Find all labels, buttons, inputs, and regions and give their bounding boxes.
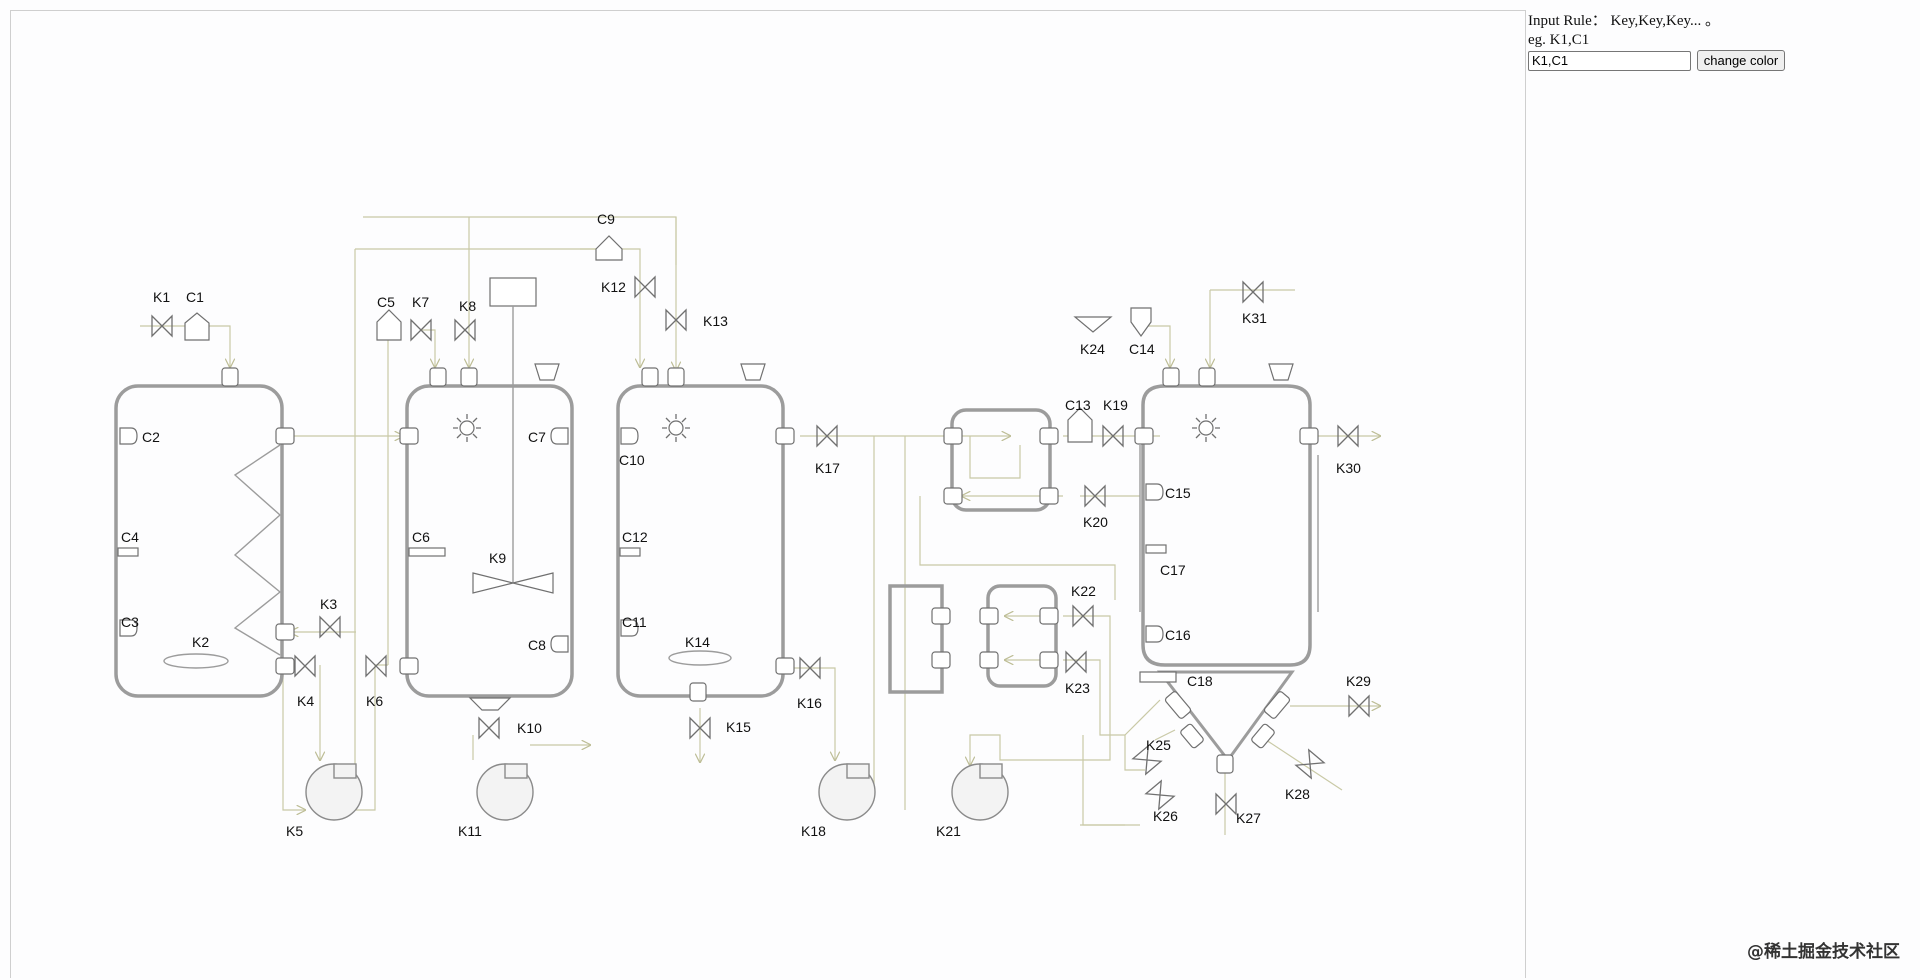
label-K18: K18 xyxy=(801,823,826,839)
label-C15: C15 xyxy=(1165,485,1191,501)
label-K3: K3 xyxy=(320,596,337,612)
label-C11: C11 xyxy=(622,614,647,630)
sensors xyxy=(117,235,1167,653)
label-C14: C14 xyxy=(1129,341,1155,357)
pump-k11[interactable] xyxy=(476,763,534,821)
label-K6: K6 xyxy=(366,693,383,709)
tank-2 xyxy=(405,277,574,711)
label-K31: K31 xyxy=(1242,310,1267,326)
label-C7: C7 xyxy=(528,429,546,445)
tank-4 xyxy=(1139,384,1319,763)
label-C6: C6 xyxy=(412,529,430,545)
change-color-button[interactable]: change color xyxy=(1696,50,1786,71)
label-K4: K4 xyxy=(297,693,314,709)
label-K25: K25 xyxy=(1146,737,1171,753)
label-K15: K15 xyxy=(726,719,751,735)
heat-exchanger-1 xyxy=(950,408,1052,512)
label-K23: K23 xyxy=(1065,680,1090,696)
label-K22: K22 xyxy=(1071,583,1096,599)
label-C4: C4 xyxy=(121,529,139,545)
diagram-labels: K1 C1 C2 C4 C3 K2 K3 K4 K6 K5 C5 K7 K8 C… xyxy=(121,211,1371,839)
label-C12: C12 xyxy=(622,529,648,545)
control-panel: Input Rule： Key,Key,Key... 。 eg. K1,C1 c… xyxy=(1528,12,1908,71)
label-C1: C1 xyxy=(186,289,204,305)
input-rule-text: Input Rule： Key,Key,Key... 。 xyxy=(1528,13,1721,29)
diagram-frame xyxy=(10,10,1526,978)
label-C2: C2 xyxy=(142,429,160,445)
label-K13: K13 xyxy=(703,313,728,329)
label-K29: K29 xyxy=(1346,673,1371,689)
label-C18: C18 xyxy=(1187,673,1213,689)
label-K12: K12 xyxy=(601,279,626,295)
label-K19: K19 xyxy=(1103,397,1128,413)
label-C16: C16 xyxy=(1165,627,1191,643)
label-K11: K11 xyxy=(458,823,482,839)
label-K9: K9 xyxy=(489,550,506,566)
example-text: eg. K1,C1 xyxy=(1528,32,1590,48)
label-K8: K8 xyxy=(459,298,476,314)
label-K17: K17 xyxy=(815,460,840,476)
keys-input[interactable] xyxy=(1528,50,1691,71)
heat-exchanger-2 xyxy=(888,584,1058,694)
label-C17: C17 xyxy=(1160,562,1186,578)
label-K14: K14 xyxy=(685,634,710,650)
label-K30: K30 xyxy=(1336,460,1361,476)
pump-k18[interactable] xyxy=(818,763,876,821)
watermark: @稀土掘金技术社区 xyxy=(1747,942,1900,962)
ports xyxy=(221,363,1319,774)
label-K1: K1 xyxy=(153,289,170,305)
label-K20: K20 xyxy=(1083,514,1108,530)
pump-k21[interactable] xyxy=(951,763,1009,821)
pump-k5[interactable] xyxy=(305,763,363,821)
label-C5: C5 xyxy=(377,294,395,310)
label-C9: C9 xyxy=(597,211,615,227)
label-K7: K7 xyxy=(412,294,429,310)
label-C8: C8 xyxy=(528,637,546,653)
label-K24: K24 xyxy=(1080,341,1105,357)
label-K27: K27 xyxy=(1236,810,1261,826)
label-C10: C10 xyxy=(619,452,645,468)
label-K2: K2 xyxy=(192,634,209,650)
label-K10: K10 xyxy=(517,720,542,736)
label-K26: K26 xyxy=(1153,808,1178,824)
label-C13: C13 xyxy=(1065,397,1091,413)
tank-1 xyxy=(114,384,284,698)
label-C3: C3 xyxy=(121,614,139,630)
label-K28: K28 xyxy=(1285,786,1310,802)
label-K5: K5 xyxy=(286,823,303,839)
valves[interactable] xyxy=(151,275,1370,816)
label-K21: K21 xyxy=(936,823,961,839)
label-K16: K16 xyxy=(797,695,822,711)
agitators xyxy=(453,414,1220,442)
